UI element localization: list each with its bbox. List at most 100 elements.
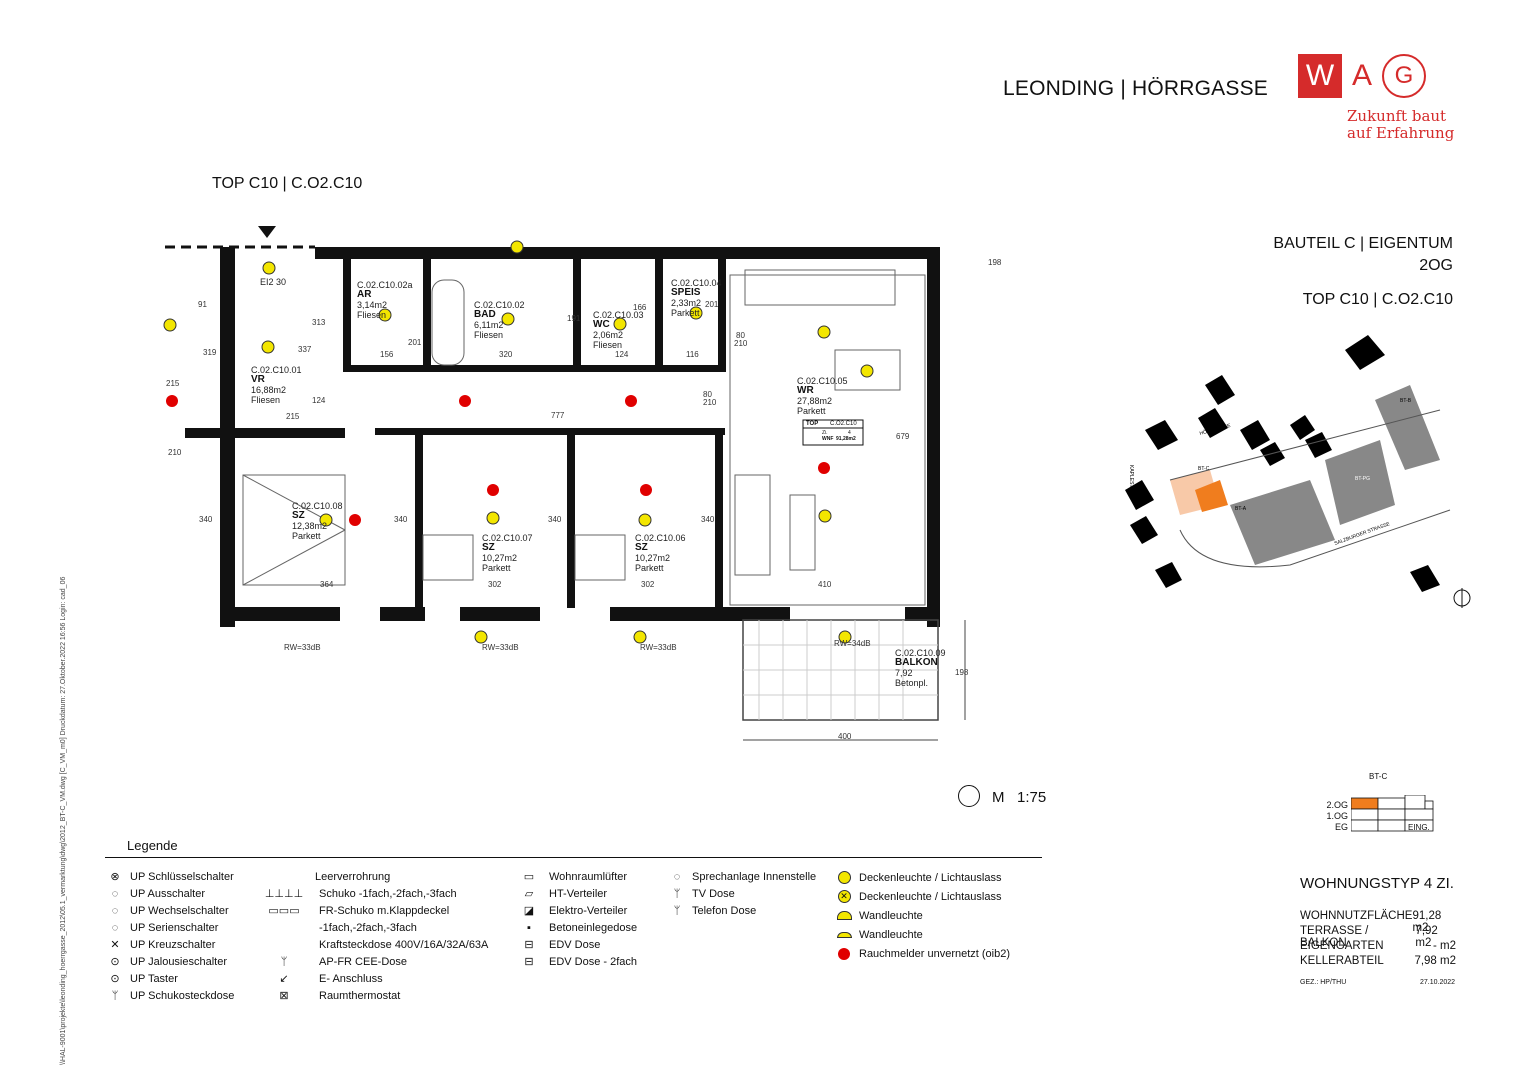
ht-distributor-icon: ▱ <box>524 888 534 900</box>
rw-label-4: RW=34dB <box>834 639 871 648</box>
room-floor: Betonpl. <box>895 678 929 688</box>
e-connection-icon: ↙ <box>279 973 289 985</box>
legend-label: UP Taster <box>130 972 178 985</box>
top-box-rooms-label: Zi. <box>822 430 828 436</box>
dim-124b: 124 <box>615 350 629 359</box>
room-code: C.02.C10.07 <box>482 533 533 543</box>
legend-label: Sprechanlage Innenstelle <box>692 870 817 883</box>
conduit-icon: ⊥⊥⊥⊥ <box>264 888 304 900</box>
key-switch-icon: ⊗ <box>110 871 120 883</box>
room-floor: Parkett <box>482 563 511 573</box>
concrete-box-icon: ▪ <box>527 921 531 934</box>
room-bad: C.02.C10.02 BAD 6,11m2 Fliesen <box>474 300 525 340</box>
section-title: BT-C <box>1369 772 1388 781</box>
fact-label: WOHNNUTZFLÄCHE <box>1300 910 1413 922</box>
legend-col-1: ⊗UP Schlüsselschalter ◌UP Ausschalter ◌U… <box>106 868 234 1004</box>
thermostat-icon: ⊠ <box>279 990 289 1002</box>
apartment-type: WOHNUNGSTYP 4 ZI. <box>1300 875 1454 892</box>
legend-item: ⊥⊥⊥⊥Schuko -1fach,-2fach,-3fach <box>255 885 488 902</box>
room-area: 6,11m2 <box>474 320 504 330</box>
room-area: 3,14m2 <box>357 300 388 310</box>
phone-socket-icon: ᛘ <box>673 904 681 917</box>
legend-label: Wandleuchte <box>859 909 923 922</box>
edv-socket-double-icon: ⊟ <box>524 956 534 968</box>
dim-80b: 80 <box>703 390 712 399</box>
dim-156: 156 <box>380 350 394 359</box>
room-code: C.02.C10.09 <box>895 648 946 658</box>
dim-215a: 215 <box>166 379 180 388</box>
room-name: VR <box>251 374 265 385</box>
room-floor: Fliesen <box>593 340 623 350</box>
legend-label: Leerverrohrung <box>315 870 391 883</box>
north-arrow-icon <box>958 785 980 807</box>
legend-item: ✕UP Kreuzschalter <box>106 936 234 953</box>
legend-label: TV Dose <box>692 887 735 900</box>
legend-item: ◌UP Serienschalter <box>106 919 234 936</box>
room-floor: Fliesen <box>474 330 504 340</box>
legend-divider <box>105 857 1042 858</box>
blind-switch-icon: ⊙ <box>110 956 120 968</box>
room-floor: Fliesen <box>251 395 281 405</box>
legend-label: Raumthermostat <box>319 989 401 1002</box>
legend-label: UP Schlüsselschalter <box>130 870 234 883</box>
legend-item: -1fach,-2fach,-3fach <box>255 919 488 936</box>
dim-340a: 340 <box>199 515 213 524</box>
dim-302b: 302 <box>641 580 655 589</box>
date: 27.10.2022 <box>1420 979 1456 986</box>
room-name: SZ <box>635 542 648 553</box>
legend-label: Kraftsteckdose 400V/16A/32A/63A <box>319 938 489 951</box>
legend-item: ⊟EDV Dose - 2fach <box>515 953 637 970</box>
room-area: 2,06m2 <box>593 330 624 340</box>
legend-item: Rauchmelder unvernetzt (oib2) <box>835 944 1010 963</box>
scale-label: M <box>992 789 1005 806</box>
room-name: BAD <box>474 309 496 320</box>
room-code: C.02.C10.05 <box>797 376 848 386</box>
legend-item: ◌UP Ausschalter <box>106 885 234 902</box>
dim-319: 319 <box>203 348 217 357</box>
legend-label: Betoneinlegedose <box>549 921 638 934</box>
wall-light-icon <box>835 911 853 920</box>
legend-label: Rauchmelder unvernetzt (oib2) <box>859 947 1011 960</box>
intercom-icon: ◌ <box>673 870 681 883</box>
bauteil-label: BAUTEIL C | EIGENTUM <box>1273 235 1453 252</box>
series-switch-icon: ◌ <box>111 921 119 934</box>
legend-label: UP Jalousieschalter <box>130 955 228 968</box>
room-area: 2,33m2 <box>671 298 702 308</box>
legend-item: ⊟EDV Dose <box>515 936 637 953</box>
legend-col-5: Deckenleuchte / Lichtauslass ✕Deckenleuc… <box>835 868 1010 963</box>
dim-201a: 201 <box>408 338 422 347</box>
svg-text:KAPLESTR.: KAPLESTR. <box>1128 465 1134 493</box>
ventilation-icon: ▭ <box>523 871 535 883</box>
room-wc: C.02.C10.03 WC 2,06m2 Fliesen <box>593 310 644 350</box>
legend-item: ▭Wohnraumlüfter <box>515 868 637 885</box>
legend-item: ◌ Sprechanlage Innenstelle <box>668 868 816 885</box>
ceiling-light-icon <box>835 871 853 884</box>
legend-item: ▭▭▭FR-Schuko m.Klappdeckel <box>255 902 488 919</box>
room-code: C.02.C10.08 <box>292 501 343 511</box>
room-sz-3: C.02.C10.06 SZ 10,27m2 Parkett <box>635 533 686 573</box>
legend-label: EDV Dose <box>549 938 601 951</box>
legend-label: UP Schukosteckdose <box>130 989 235 1002</box>
room-balkon: C.02.C10.09 BALKON 7,92 Betonpl. <box>895 648 946 688</box>
dim-210a: 210 <box>734 339 748 348</box>
file-path-note: \\HAL-9001\projekte\leonding_hoerrgasse_… <box>60 576 67 1065</box>
dim-340d: 340 <box>701 515 715 524</box>
floor-1og: 1.OG <box>1326 811 1348 821</box>
room-code: C.02.C10.04 <box>671 278 722 288</box>
legend-label: E- Anschluss <box>319 972 383 985</box>
dim-91: 91 <box>198 300 207 309</box>
project-title: LEONDING | HÖRRGASSE <box>1003 77 1269 100</box>
section-floors: 2.OG 1.OG EG <box>1324 800 1348 833</box>
legend-item: ⊗ UP Schlüsselschalter <box>106 868 234 885</box>
room-code: C.02.C10.02 <box>474 300 525 310</box>
legend-item: ✕Deckenleuchte / Lichtauslass <box>835 887 1010 906</box>
legend-item: ⊠ Raumthermostat <box>255 987 488 1004</box>
dim-210b: 210 <box>703 398 717 407</box>
dim-320: 320 <box>499 350 513 359</box>
logo-letter-g: G <box>1382 54 1427 98</box>
room-wr: C.02.C10.05 WR 27,88m2 Parkett <box>797 376 848 416</box>
svg-text:SALZBURGER STRASSE: SALZBURGER STRASSE <box>1334 521 1392 547</box>
legend-item: ↙ E- Anschluss <box>255 970 488 987</box>
